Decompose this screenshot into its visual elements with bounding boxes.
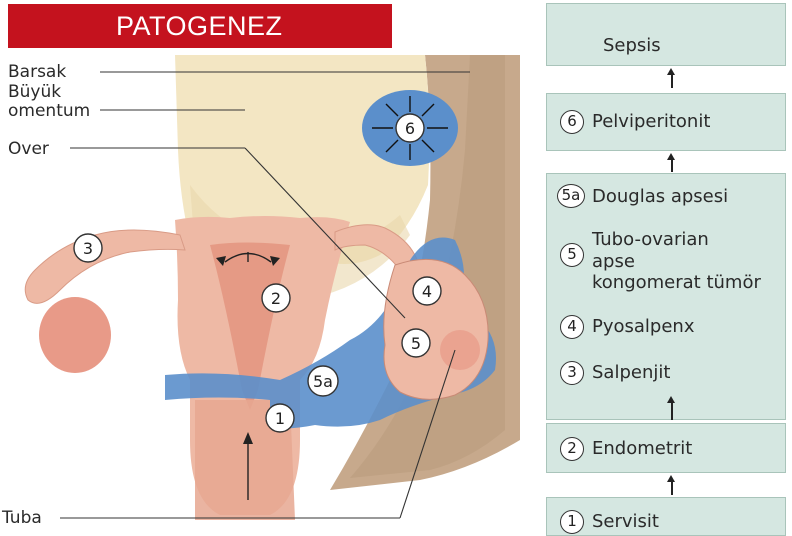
flow-box-servisit: 1 Servisit [546,497,786,536]
svg-text:2: 2 [271,289,281,308]
flow-arrow-stem [671,159,673,172]
flow-step6-label: Pelviperitonit [592,111,710,132]
marker-4: 4 [413,277,441,305]
svg-text:1: 1 [275,409,285,428]
marker-6: 6 [396,114,424,142]
svg-text:4: 4 [422,282,432,301]
svg-text:5: 5 [411,334,421,353]
marker-5: 5 [402,329,430,357]
flow-arrow-stem [671,74,673,88]
label-barsak: Barsak [8,62,66,82]
flow-step5a-label: Douglas apsesi [592,186,728,207]
flow-step4-label: Pyosalpenx [592,316,695,337]
flow-step6-number: 6 [560,110,584,134]
flow-step5a-number: 5a [557,184,585,208]
flow-arrow-head [667,475,675,482]
flow-arrow-stem [671,481,673,495]
flow-step5-line3: kongomerat tümör [592,272,761,293]
right-ovary [440,330,480,370]
label-buyuk: Büyük [8,82,61,102]
flow-step2-number: 2 [560,437,584,461]
flow-step1-label: Servisit [592,511,659,532]
anatomy-illustration: 1 2 3 4 5 5a 6 [0,0,530,536]
flow-step5-line2: apse [592,251,635,272]
flow-box-endometrit: 2 Endometrit [546,423,786,473]
label-over: Over [8,139,49,159]
flow-step3-label: Salpenjit [592,362,670,383]
marker-1: 1 [266,404,294,432]
flow-step5-number: 5 [560,243,584,267]
marker-3: 3 [74,234,102,262]
left-tube [25,230,185,303]
flow-step1-number: 1 [560,510,584,534]
marker-5a: 5a [308,366,338,396]
flow-arrow-stem [671,402,673,420]
flow-sepsis-label: Sepsis [603,35,661,56]
svg-text:5a: 5a [313,372,333,391]
flow-box-pelviperitonit: 6 Pelviperitonit [546,93,786,151]
svg-text:6: 6 [405,119,415,138]
flow-step4-number: 4 [560,315,584,339]
flow-box-abscess-group: 5a Douglas apsesi 5 Tubo-ovarian apse ko… [546,173,786,420]
svg-text:3: 3 [83,239,93,258]
marker-2: 2 [262,284,290,312]
flow-box-sepsis: Sepsis [546,3,786,66]
flow-arrow-head [667,153,675,160]
label-tuba: Tuba [2,508,42,528]
flow-step2-label: Endometrit [592,438,692,459]
flow-step3-number: 3 [560,361,584,385]
label-omentum: omentum [8,101,90,121]
flow-step5-line1: Tubo-ovarian [592,229,709,250]
flow-arrow-head [667,396,675,403]
flow-arrow-head [667,68,675,75]
left-ovary [39,297,111,373]
